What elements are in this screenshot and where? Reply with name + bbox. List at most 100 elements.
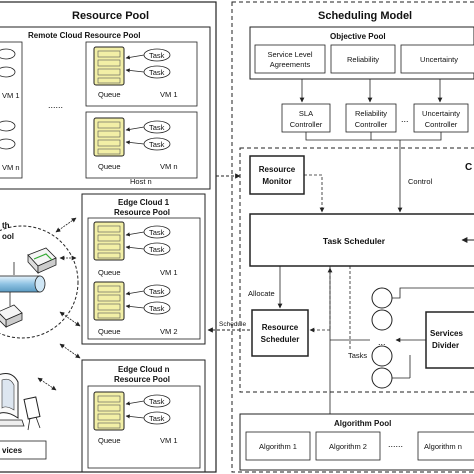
task-circle-2: [371, 309, 393, 331]
objective-pool-frame: [249, 26, 474, 80]
edge-1-vm-1-label: VM 1: [160, 268, 178, 277]
services-divider-line2: Divider: [432, 341, 459, 350]
core-scheduler-frame: [239, 147, 474, 393]
edge-1-vm-2-queue-label: Queue: [98, 327, 121, 336]
host-1-vm-label: VM 1: [160, 90, 178, 99]
left-vm-1-label: VM 1: [2, 91, 20, 100]
edge-1-vm-2-queue: [93, 281, 125, 321]
task-circle-1: [371, 287, 393, 309]
remote-cloud-resource-pool: Remote Cloud Resource Pool Host n VM 1 V…: [0, 26, 211, 190]
algorithm-1-box: [245, 431, 311, 461]
algorithm-1-label: Algorithm 1: [259, 442, 297, 451]
resource-monitor-box: [249, 155, 305, 195]
uncertainty-controller-box: [413, 103, 469, 133]
algorithm-n-box: [417, 431, 474, 461]
host-n-queue: [93, 117, 125, 157]
scheduling-model-title: Scheduling Model: [318, 10, 412, 22]
edge-cloud-1-host-box: [87, 217, 201, 340]
edge-1-vm-1-queue: [93, 221, 125, 261]
scheduling-model-frame: [231, 1, 474, 473]
sla-controller-line1: SLA: [299, 109, 313, 118]
resource-monitor-line2: Monitor: [262, 177, 291, 186]
edge-cloud-n: Edge Cloud n Resource Pool Queue VM 1 Ta…: [81, 359, 206, 473]
edge-n-vm-1-queue-label: Queue: [98, 436, 121, 445]
algorithm-pool-title: Algorithm Pool: [334, 419, 391, 428]
remote-cloud-title: Remote Cloud Resource Pool: [28, 31, 140, 40]
network-label-line2: ool: [2, 232, 14, 241]
left-host-box: [0, 41, 23, 179]
task-queue: ...: [371, 287, 393, 389]
router-icon: [27, 247, 57, 275]
edge-cloud-1: Edge Cloud 1 Resource Pool Queue VM 1 Ta…: [81, 193, 206, 345]
tasks-label: Tasks: [348, 351, 367, 360]
host-n-label: Host n: [130, 177, 152, 186]
task-circle-4: [371, 367, 393, 389]
edge-1-vm-1-queue-label: Queue: [98, 268, 121, 277]
objective-reliability-box: [330, 44, 396, 74]
resource-scheduler-line1: Resource: [262, 323, 299, 332]
sla-controller-box: [281, 103, 331, 133]
network-circle: th ool: [0, 221, 79, 339]
edge-cloud-1-title-line2: Resource Pool: [114, 208, 170, 217]
objective-pool-title: Objective Pool: [330, 32, 386, 41]
pipe-icon: [0, 275, 46, 293]
services-divider-line1: Services: [430, 329, 463, 338]
switch-icon: [0, 304, 23, 328]
edge-1-vm-1-task-2: Task: [149, 245, 165, 254]
network-label-line1: th: [2, 221, 10, 230]
remote-cloud-frame: [0, 26, 211, 190]
host-n-task-label-2: Task: [149, 140, 165, 149]
sla-controller-line2: Controller: [290, 120, 323, 129]
devices-label: vices: [2, 446, 23, 455]
edge-cloud-n-frame: [81, 359, 206, 473]
objective-sla-line1: Service Level: [267, 50, 312, 59]
task-circle-3: [371, 345, 393, 367]
edge-n-vm-1-task-1: Task: [149, 397, 165, 406]
edge-n-vm-1-queue: [93, 391, 125, 431]
edge-cloud-n-title-line2: Resource Pool: [114, 375, 170, 384]
keyboard-icon: [0, 419, 25, 427]
algorithm-n-label: Algorithm n: [424, 442, 462, 451]
edge-cloud-n-title-line1: Edge Cloud n: [118, 365, 170, 374]
objective-uncertainty-box: [400, 44, 474, 74]
algorithm-ellipsis: ......: [388, 439, 403, 449]
left-task-ellipse-2: [0, 66, 16, 78]
edge-cloud-1-frame: [81, 193, 206, 345]
edge-cloud-n-host-box: [87, 385, 201, 469]
schedule-label: Schedule: [219, 321, 246, 328]
left-task-ellipse-4: [0, 138, 16, 150]
services-divider-box: [425, 311, 474, 369]
scheduling-model: Scheduling Model Objective Pool Service …: [231, 1, 474, 473]
objective-reliability-label: Reliability: [347, 55, 379, 64]
reliability-controller-box: [345, 103, 397, 133]
algorithm-pool-frame: [239, 413, 474, 471]
host-n-vm-label: VM n: [160, 162, 178, 171]
host-1-queue: [93, 46, 125, 86]
uncertainty-controller-line2: Controller: [425, 120, 458, 129]
task-scheduler-label: Task Scheduler: [323, 236, 386, 246]
objective-sla-line2: Agreements: [270, 60, 311, 69]
objective-sla-box: [254, 44, 326, 74]
edge-cloud-1-title-line1: Edge Cloud 1: [118, 198, 170, 207]
controller-ellipsis: ...: [401, 114, 409, 124]
host-1-queue-label: Queue: [98, 90, 121, 99]
allocate-label: Allocate: [248, 289, 275, 298]
objective-uncertainty-label: Uncertainty: [420, 55, 458, 64]
edge-n-vm-1-task-2: Task: [149, 414, 165, 423]
control-label: Control: [408, 177, 433, 186]
core-clipped-label: C: [465, 162, 472, 173]
left-task-ellipse-3: [0, 120, 16, 132]
devices-group: vices: [0, 373, 47, 460]
host-n-queue-label: Queue: [98, 162, 121, 171]
reliability-controller-line2: Controller: [355, 120, 388, 129]
task-scheduler-box: [249, 213, 474, 267]
resource-pool-title: Resource Pool: [72, 10, 149, 22]
task-queue-ellipsis: ...: [378, 337, 386, 347]
resource-scheduler-box: [251, 309, 309, 357]
algorithm-2-label: Algorithm 2: [329, 442, 367, 451]
algorithm-2-box: [315, 431, 381, 461]
reliability-controller-line1: Reliability: [355, 109, 387, 118]
edge-1-vm-2-label: VM 2: [160, 327, 178, 336]
host-n-task-label-1: Task: [149, 123, 165, 132]
